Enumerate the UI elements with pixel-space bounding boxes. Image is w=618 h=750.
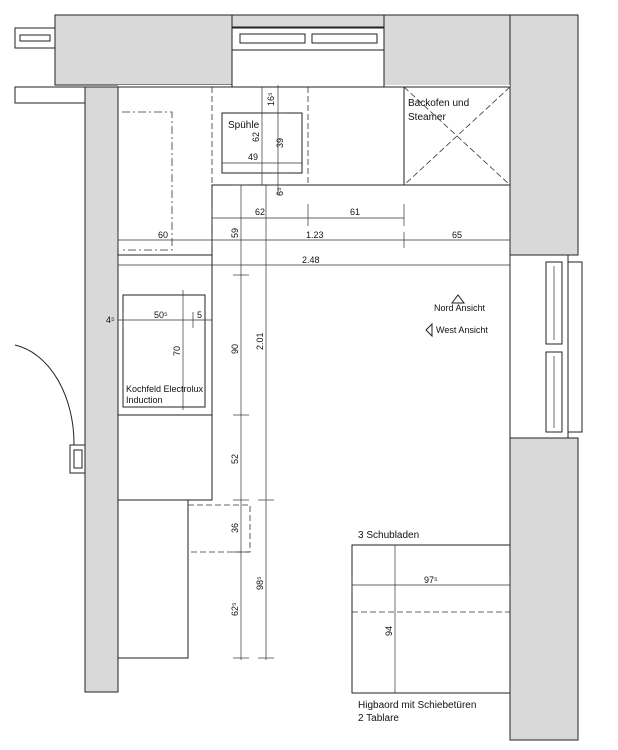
cooktop <box>122 294 206 408</box>
label-cooktop-line2: Induction <box>126 395 163 405</box>
dim-6-5: 6⁵ <box>275 187 285 196</box>
highboard <box>351 544 511 694</box>
top-wall-left <box>54 14 233 86</box>
dim-70: 70 <box>172 346 182 356</box>
dim-5: 5 <box>197 310 202 320</box>
dim-62-5: 62⁵ <box>230 602 240 616</box>
door-swing <box>14 344 86 474</box>
dimension-lines <box>117 85 511 693</box>
dim-1-23: 1.23 <box>306 230 324 240</box>
dim-60: 60 <box>158 230 168 240</box>
dim-52: 52 <box>230 454 240 464</box>
dim-61: 61 <box>350 207 360 217</box>
dim-2-01: 2.01 <box>255 332 265 350</box>
dim-36: 36 <box>230 523 240 533</box>
label-sink: Spühle <box>228 120 260 131</box>
dim-16-5: 16⁵ <box>266 92 276 106</box>
label-oven-line2: Steamer <box>408 112 446 123</box>
left-wall-opening <box>14 86 86 104</box>
dim-49: 49 <box>248 152 258 162</box>
lower-left-cabinet <box>117 499 189 659</box>
north-view-marker <box>451 294 465 304</box>
right-wall-lower <box>509 437 579 741</box>
dim-59: 59 <box>230 228 240 238</box>
dim-62-sink: 62 <box>251 132 261 142</box>
dim-98-5: 98⁵ <box>255 576 265 590</box>
left-wall <box>84 86 119 693</box>
dim-90: 90 <box>230 344 240 354</box>
right-wall-upper <box>509 14 579 256</box>
label-cooktop-line1: Kochfeld Electrolux <box>126 384 204 394</box>
label-highboard-line2: 2 Tablare <box>358 713 399 724</box>
top-window-middle <box>231 14 385 88</box>
dim-62-top: 62 <box>255 207 265 217</box>
walls <box>54 14 579 741</box>
label-north-view: Nord Ansicht <box>434 303 486 313</box>
oven-block <box>403 86 511 186</box>
dim-94: 94 <box>384 626 394 636</box>
west-view-marker <box>425 322 433 338</box>
counters <box>117 86 511 659</box>
dim-4-5: 4⁵ <box>106 315 115 325</box>
dim-50-5: 50⁵ <box>154 310 168 320</box>
dim-65: 65 <box>452 230 462 240</box>
dim-97-5: 97⁵ <box>424 575 438 585</box>
label-drawers: 3 Schubladen <box>358 530 419 541</box>
right-window <box>509 254 583 439</box>
label-west-view: West Ansicht <box>436 325 488 335</box>
label-highboard-line1: Higbaord mit Schiebetüren <box>358 700 476 711</box>
top-window-left <box>14 27 56 49</box>
dim-39: 39 <box>275 138 285 148</box>
dim-2-48: 2.48 <box>302 255 320 265</box>
label-oven-line1: Backofen und <box>408 98 469 109</box>
